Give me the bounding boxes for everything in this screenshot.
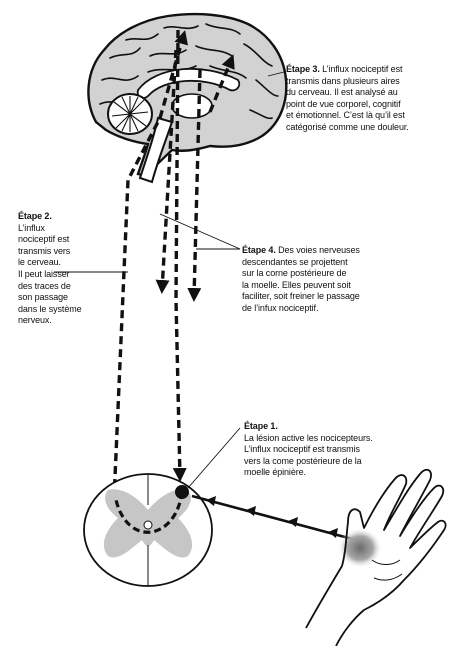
step2-line-7: dans le système [18,304,82,316]
step3-line-0: L’influx nociceptif est [322,64,402,74]
caption-step4: Étape 4. Des voies nerveuses descendante… [242,245,360,315]
step2-line-8: nerveux. [18,315,82,327]
step1-line-1: L’influx nociceptif est transmis [244,444,373,456]
step4-line-1: descendantes se projettent [242,257,360,269]
central-canal [144,521,152,529]
brain-illustration [88,14,286,182]
step4-label: Étape 4. [242,245,276,255]
caption-step2: Étape 2. L’influx nociceptif est transmi… [18,211,82,327]
leader-step4-a [160,214,240,249]
step4-line-3: la moelle. Elles peuvent soit [242,280,360,292]
step2-line-5: des traces de [18,281,82,293]
step1-label: Étape 1. [244,421,278,431]
step2-line-1: nociceptif est [18,234,82,246]
step3-line-5: catégorisé comme une douleur. [286,122,409,134]
cerebellum [108,94,152,134]
leader-step1 [188,428,240,488]
step4-line-4: faciliter, soit freiner le passage [242,291,360,303]
step2-line-4: Il peut laisser [18,269,82,281]
hand-illustration [306,470,446,646]
caption-step1: Étape 1. La lésion active les nocicepteu… [244,421,373,479]
step1-line-3: moelle épinière. [244,467,373,479]
step2-label: Étape 2. [18,211,52,221]
step4-line-2: sur la corne postérieure de [242,268,360,280]
step3-line-3: point de vue corporel, cognitif [286,99,409,111]
step3-line-1: transmis dans plusieurs aires [286,76,409,88]
dorsal-horn-synapse [175,485,189,499]
step3-line-4: et émotionnel. C’est là qu’il est [286,110,409,122]
step1-line-2: vers la come postérieure de la [244,456,373,468]
step2-line-6: son passage [18,292,82,304]
step2-line-3: le cerveau. [18,257,82,269]
step1-line-0: La lésion active les nocicepteurs. [244,433,373,445]
step4-line-0: Des voies nerveuses [278,245,360,255]
afferent-nerve [192,496,356,540]
step3-line-2: du cerveau. Il est analysé au [286,87,409,99]
step3-label: Étape 3. [286,64,320,74]
step2-line-2: transmis vers [18,246,82,258]
spinal-cord-section [84,474,212,586]
caption-step3: Étape 3. L’influx nociceptif est transmi… [286,64,409,134]
step4-line-5: de l’infux nociceptif. [242,303,360,315]
step2-line-0: L’influx [18,223,82,235]
